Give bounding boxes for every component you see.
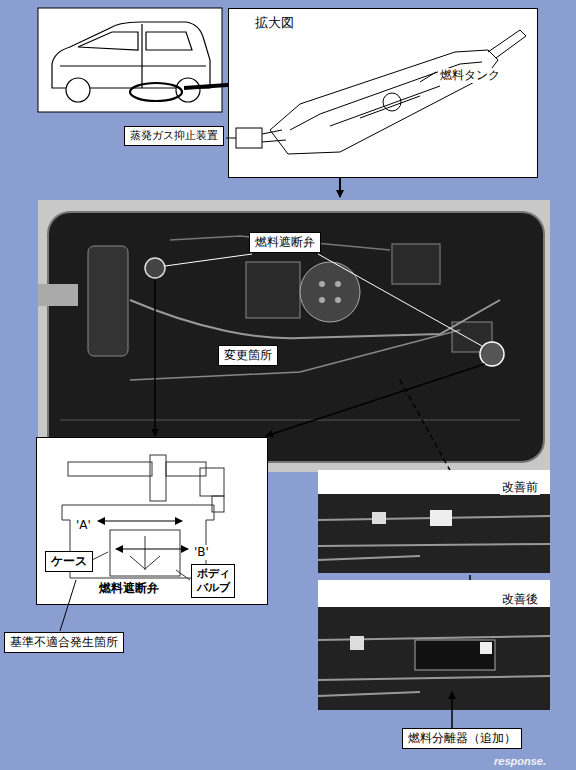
part-name: 燃料タンク — [438, 68, 502, 83]
highlight-ellipse — [130, 83, 182, 101]
node-text: 燃料遮断弁 — [99, 581, 267, 596]
node-text: 拡大図 — [255, 15, 537, 31]
before-panel — [318, 470, 550, 573]
node-text: 燃料遮断弁 — [255, 235, 315, 250]
part-label-box: 燃料分離器（追加） — [402, 728, 522, 749]
after-panel — [318, 580, 550, 710]
part-label-box: ボディバルブ — [191, 564, 235, 598]
tank-photo — [38, 200, 550, 472]
leader-line — [165, 254, 482, 346]
part-label-box: 変更箇所 — [218, 345, 278, 366]
car-panel — [38, 8, 222, 112]
note-box: 基準不適合発生箇所 — [4, 632, 124, 653]
part-label-box: ケース — [45, 551, 93, 572]
tank-photo-detail — [38, 212, 544, 462]
node-text: 基準不適合発生箇所 — [10, 635, 118, 650]
node-text: 変更箇所 — [224, 348, 272, 363]
zoom-box: 拡大図 — [228, 8, 538, 178]
part-label-box: 燃料遮断弁 — [249, 232, 321, 253]
car-drawing — [52, 22, 210, 102]
node-text: ボディバルブ — [195, 567, 231, 595]
dimension-label: 'B' — [192, 545, 211, 560]
detail-box: 燃料遮断弁ケースボディバルブ — [36, 437, 268, 605]
zoom-panel — [228, 8, 538, 178]
leader-line — [60, 580, 76, 631]
pointer-arrow — [154, 280, 156, 436]
photo-heading: 改善後 — [500, 592, 540, 607]
valve-panel — [36, 437, 268, 605]
part-label-box: 蒸発ガス抑止装置 — [124, 126, 224, 146]
node-text: ケース — [51, 554, 87, 569]
dimension-label: 'A' — [74, 518, 93, 533]
pointer-arrow — [451, 692, 453, 728]
node-text: 燃料分離器（追加） — [408, 731, 516, 746]
down-arrow — [339, 178, 341, 197]
pointer-arrow — [266, 364, 485, 436]
watermark: response. — [492, 755, 548, 769]
node-text: 蒸発ガス抑止装置 — [130, 129, 218, 143]
before-photo — [318, 494, 550, 573]
photo-heading: 改善前 — [500, 480, 540, 495]
tank-drawing — [226, 30, 526, 154]
dimension-arrow — [98, 521, 188, 549]
after-photo — [318, 607, 550, 710]
